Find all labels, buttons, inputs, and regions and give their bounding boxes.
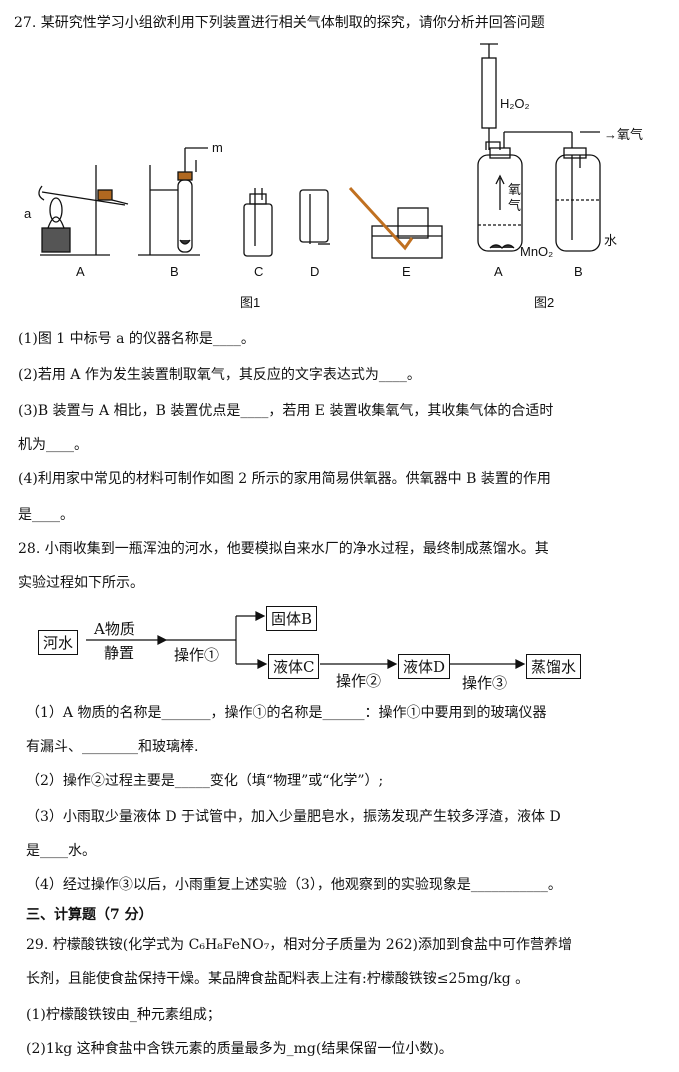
flow-a-substance: A物质 [94, 620, 135, 638]
flow-liquid-c: 液体C [268, 654, 320, 679]
flow-op2: 操作② [336, 672, 382, 690]
fig1-label-e: E [402, 264, 411, 279]
q29-line-2: 长剂，且能使食盐保持干燥。某品牌食盐配料表上注有:柠檬酸铁铵≤25mg/kg 。 [26, 971, 530, 987]
q27-item-1: (1)图 1 中标号 a 的仪器名称是____。 [18, 331, 255, 347]
fig2-oxygen-inside: 氧气 [508, 182, 522, 213]
q28-item-1-cont: 有漏斗、________和玻璃棒. [26, 739, 199, 755]
q28-item-4: （4）经过操作③以后，小雨重复上述实验（3），他观察到的实验现象是_______… [26, 877, 562, 893]
fig2-caption: 图2 [534, 295, 555, 310]
q29-item-2: (2)1kg 这种食盐中含铁元素的质量最多为_mg(结果保留一位小数)。 [26, 1041, 453, 1057]
fig1-mark-m: m [212, 140, 223, 155]
q27-title: 27. 某研究性学习小组欲利用下列装置进行相关气体制取的探究，请你分析并回答问题 [14, 15, 545, 31]
q27-item-2: (2)若用 A 作为发生装置制取氧气，其反应的文字表达式为____。 [18, 367, 421, 383]
fig2-oxygen-out: →氧气 [604, 127, 644, 142]
q27-item-4: (4)利用家中常见的材料可制作如图 2 所示的家用简易供氧器。供氧器中 B 装置… [18, 471, 551, 487]
q28-title-1: 28. 小雨收集到一瓶浑浊的河水，他要模拟自来水厂的净水过程，最终制成蒸馏水。其 [18, 541, 549, 557]
flow-op1: 操作① [174, 646, 220, 664]
flow-liquid-d: 液体D [398, 654, 451, 679]
fig1-label-a: A [76, 264, 85, 279]
fig2-water: 水 [604, 233, 618, 248]
flow-op3: 操作③ [462, 674, 508, 692]
flow-river-water: 河水 [38, 630, 79, 655]
flow-settle: 静置 [104, 644, 135, 662]
q28-item-3-cont: 是____水。 [26, 843, 96, 859]
q27-item-3: (3)B 装置与 A 相比，B 装置优点是____，若用 E 装置收集氧气，其收… [18, 403, 554, 419]
figure-1-apparatus [38, 43, 601, 259]
flow-solid-b: 固体B [266, 606, 318, 631]
fig2-h2o2: H₂O₂ [500, 96, 530, 111]
fig1-label-b: B [170, 264, 179, 279]
fig1-caption: 图1 [240, 295, 261, 310]
fig2-mno2: MnO₂ [520, 244, 554, 259]
q27-item-4-cont: 是____。 [18, 507, 74, 523]
q29-item-1: (1)柠檬酸铁铵由_种元素组成； [26, 1007, 221, 1023]
q27-item-3-cont: 机为____。 [18, 437, 88, 453]
flow-distilled-water: 蒸馏水 [526, 654, 582, 679]
section3-heading: 三、计算题（7 分） [26, 907, 153, 923]
q29-line-1: 29. 柠檬酸铁铵(化学式为 C₆H₈FeNO₇，相对分子质量为 262)添加到… [26, 937, 572, 953]
fig1-mark-a: a [24, 206, 32, 221]
q28-item-2: （2）操作②过程主要是_____变化（填“物理”或“化学”）; [26, 773, 384, 789]
fig2-label-a: A [494, 264, 503, 279]
q28-item-1: （1）A 物质的名称是_______，操作①的名称是______：操作①中要用到… [26, 705, 547, 721]
q28-item-3: （3）小雨取少量液体 D 于试管中，加入少量肥皂水，振荡发现产生较多浮渣，液体 … [26, 809, 561, 825]
q28-title-2: 实验过程如下所示。 [18, 575, 144, 591]
fig1-label-c: C [254, 264, 264, 279]
fig2-label-b: B [574, 264, 583, 279]
fig1-label-d: D [310, 264, 320, 279]
